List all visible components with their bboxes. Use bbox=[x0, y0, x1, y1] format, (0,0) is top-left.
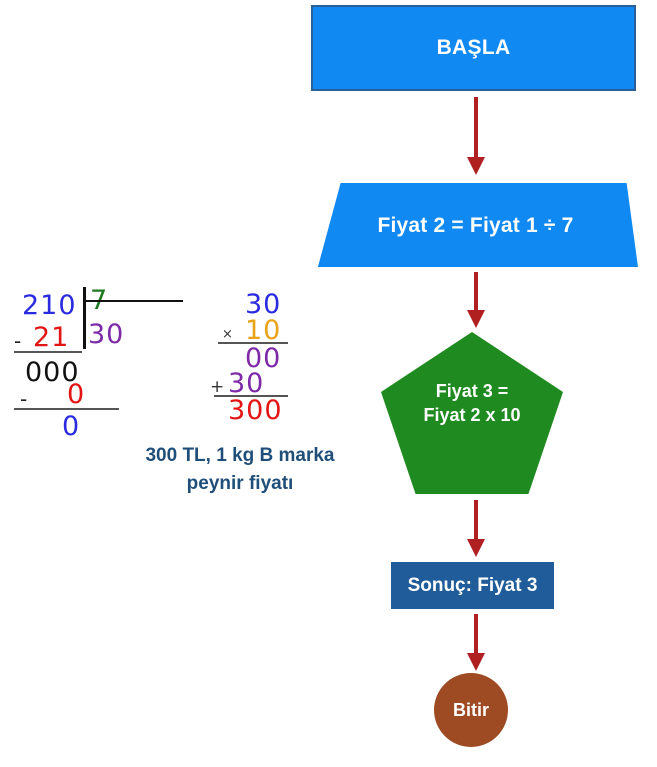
arrow-stem bbox=[474, 272, 478, 312]
multiplication-plus-sign: + bbox=[210, 377, 225, 397]
division-remainder: 0 bbox=[62, 411, 81, 442]
multiplication-rule-1 bbox=[218, 342, 288, 344]
arrow-result-to-end bbox=[466, 614, 486, 671]
arrow-stem bbox=[474, 500, 478, 541]
multiplication-factor-a: 30 bbox=[245, 289, 282, 320]
multiplication-partial-1: 00 bbox=[245, 343, 282, 374]
result-node-label: Sonuç: Fiyat 3 bbox=[407, 574, 538, 596]
calc-node-label-line2: Fiyat 2 x 10 bbox=[423, 405, 521, 425]
multiplication-partial-2: 30 bbox=[228, 368, 265, 399]
arrow-stem bbox=[474, 614, 478, 655]
multiplication-product: 300 bbox=[228, 395, 283, 426]
division-subtrahend-2: 0 bbox=[67, 379, 86, 410]
flowchart-node-result[interactable]: Sonuç: Fiyat 3 bbox=[391, 562, 554, 609]
process-node-label: Fiyat 2 = Fiyat 1 ÷ 7 bbox=[377, 214, 574, 237]
flowchart-node-start[interactable]: BAŞLA bbox=[311, 5, 636, 91]
worksheet-caption: 300 TL, 1 kg B marka peynir fiyatı bbox=[90, 442, 390, 497]
division-bracket-horizontal bbox=[83, 300, 183, 302]
division-rule-2 bbox=[14, 408, 119, 410]
division-bring-down: 000 bbox=[25, 357, 80, 388]
calc-node-label-line1: Fiyat 3 = bbox=[435, 381, 509, 402]
flowchart-node-process[interactable]: Fiyat 2 = Fiyat 1 ÷ 7 bbox=[313, 183, 638, 267]
arithmetic-worksheet: 210 7 - 21 30 000 - 0 0 30 10 × 00 30 + … bbox=[0, 275, 330, 505]
calc-node-label: Fiyat 3 = Fiyat 2 x 10 bbox=[423, 380, 520, 428]
division-bracket-vertical bbox=[83, 287, 86, 349]
arrow-head-icon bbox=[467, 653, 485, 671]
arrow-start-to-process bbox=[466, 97, 486, 175]
arrow-head-icon bbox=[467, 310, 485, 328]
arrow-head-icon bbox=[467, 157, 485, 175]
division-subtrahend-1: 21 bbox=[33, 322, 70, 353]
multiplication-times-sign: × bbox=[222, 327, 233, 342]
flowchart-node-calc[interactable]: Fiyat 3 = Fiyat 2 x 10 bbox=[381, 332, 563, 494]
start-node-label: BAŞLA bbox=[436, 36, 511, 59]
multiplication-factor-b: 10 bbox=[245, 315, 282, 346]
division-minus-sign-1: - bbox=[14, 329, 22, 353]
division-quotient: 30 bbox=[88, 319, 125, 350]
division-dividend: 210 bbox=[22, 290, 77, 321]
caption-line2: peynir fiyatı bbox=[186, 472, 294, 494]
arrow-process-to-calc bbox=[466, 272, 486, 328]
arrow-stem bbox=[474, 97, 478, 159]
caption-line1: 300 TL, 1 kg B marka bbox=[145, 445, 335, 466]
trapezoid-shape bbox=[317, 183, 638, 267]
division-minus-sign-2: - bbox=[20, 387, 28, 411]
multiplication-rule-2 bbox=[214, 395, 288, 397]
division-rule-1 bbox=[14, 351, 82, 353]
end-node-label: Bitir bbox=[453, 699, 489, 720]
arrow-calc-to-result bbox=[466, 500, 486, 557]
flowchart-node-end[interactable]: Bitir bbox=[434, 673, 508, 747]
arrow-head-icon bbox=[467, 539, 485, 557]
